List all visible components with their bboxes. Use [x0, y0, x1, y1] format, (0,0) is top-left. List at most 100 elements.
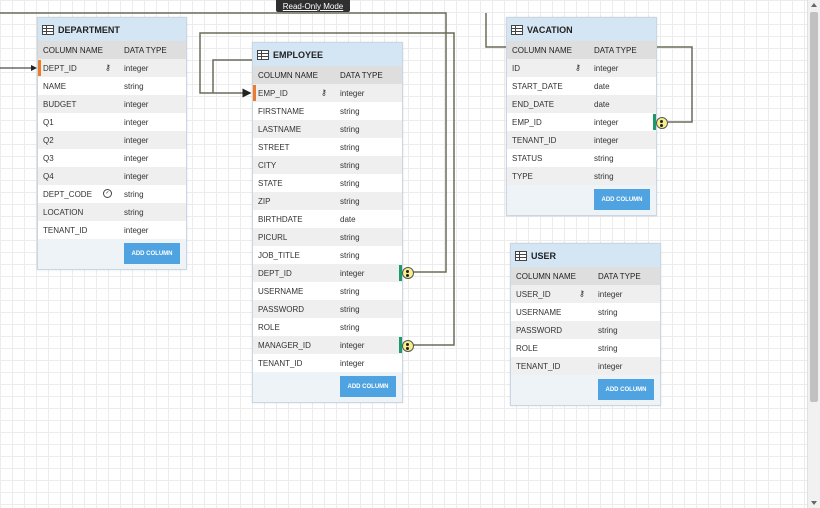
column-name-cell: TENANT_ID [258, 358, 303, 368]
data-type-cell: integer [124, 153, 149, 163]
add-column-button[interactable]: ADD COLUMN [594, 189, 650, 210]
scroll-up-icon[interactable] [811, 3, 817, 7]
table-icon [42, 24, 54, 35]
data-type-cell: integer [594, 117, 619, 127]
column-name-header: COLUMN NAME [512, 45, 573, 55]
column-name-cell: ROLE [516, 343, 538, 353]
column-header-row: COLUMN NAME DATA TYPE [507, 41, 656, 59]
data-type-header: DATA TYPE [340, 70, 383, 80]
column-name-cell: EMP_ID [512, 117, 542, 127]
foreign-key-connector-icon[interactable] [402, 340, 414, 352]
column-name-cell: ZIP [258, 196, 271, 206]
column-name-header: COLUMN NAME [43, 45, 104, 55]
data-type-cell: integer [598, 361, 623, 371]
primary-key-marker [253, 85, 256, 101]
column-name-cell: DEPT_ID [43, 63, 77, 73]
column-name-cell: TENANT_ID [43, 225, 88, 235]
data-type-cell: string [340, 124, 360, 134]
data-type-cell: string [598, 325, 618, 335]
data-type-cell: integer [598, 289, 623, 299]
table-row[interactable]: EMP_ID integer [507, 113, 656, 131]
user-table-header[interactable]: USER [511, 244, 660, 267]
column-name-cell: Q1 [43, 117, 54, 127]
table-row[interactable]: TENANT_ID integer [38, 221, 186, 239]
column-name-cell: DEPT_ID [258, 268, 292, 278]
column-name-cell: PASSWORD [258, 304, 305, 314]
table-title: EMPLOYEE [273, 49, 324, 60]
add-column-button[interactable]: ADD COLUMN [124, 243, 180, 264]
foreign-key-marker [399, 265, 402, 281]
foreign-key-connector-icon[interactable] [656, 117, 668, 129]
data-type-cell: string [124, 81, 144, 91]
scrollbar-thumb[interactable] [810, 12, 818, 402]
column-header-row: COLUMN NAME DATA TYPE [253, 66, 402, 84]
column-name-cell: USERNAME [258, 286, 304, 296]
column-name-cell: LOCATION [43, 207, 84, 217]
column-name-cell: PICURL [258, 232, 288, 242]
department-table[interactable]: DEPARTMENT COLUMN NAME DATA TYPE DEPT_ID… [37, 17, 187, 270]
relation-line-manager [199, 32, 455, 346]
vacation-table-header[interactable]: VACATION [507, 18, 656, 41]
column-name-cell: TENANT_ID [512, 135, 557, 145]
department-table-header[interactable]: DEPARTMENT [38, 18, 186, 41]
column-name-cell: EMP_ID [258, 88, 288, 98]
column-name-cell: DEPT_CODE [43, 189, 92, 199]
column-name-cell: JOB_TITLE [258, 250, 300, 260]
add-column-button[interactable]: ADD COLUMN [340, 376, 396, 397]
data-type-cell: integer [124, 225, 149, 235]
data-type-cell: string [340, 322, 360, 332]
add-column-button[interactable]: ADD COLUMN [598, 379, 654, 400]
employee-table-header[interactable]: EMPLOYEE [253, 43, 402, 66]
key-icon: ⚷ [321, 88, 327, 97]
foreign-key-connector-icon[interactable] [402, 267, 414, 279]
vertical-scrollbar[interactable] [807, 0, 820, 508]
data-type-cell: date [594, 81, 610, 91]
scroll-down-icon[interactable] [811, 501, 817, 505]
relation-line-dept-top [0, 12, 447, 273]
primary-key-marker [38, 60, 41, 76]
table-row[interactable]: USERNAME string [253, 282, 402, 300]
data-type-cell: string [340, 286, 360, 296]
read-only-mode-link[interactable]: Read-Only Mode [276, 0, 350, 12]
